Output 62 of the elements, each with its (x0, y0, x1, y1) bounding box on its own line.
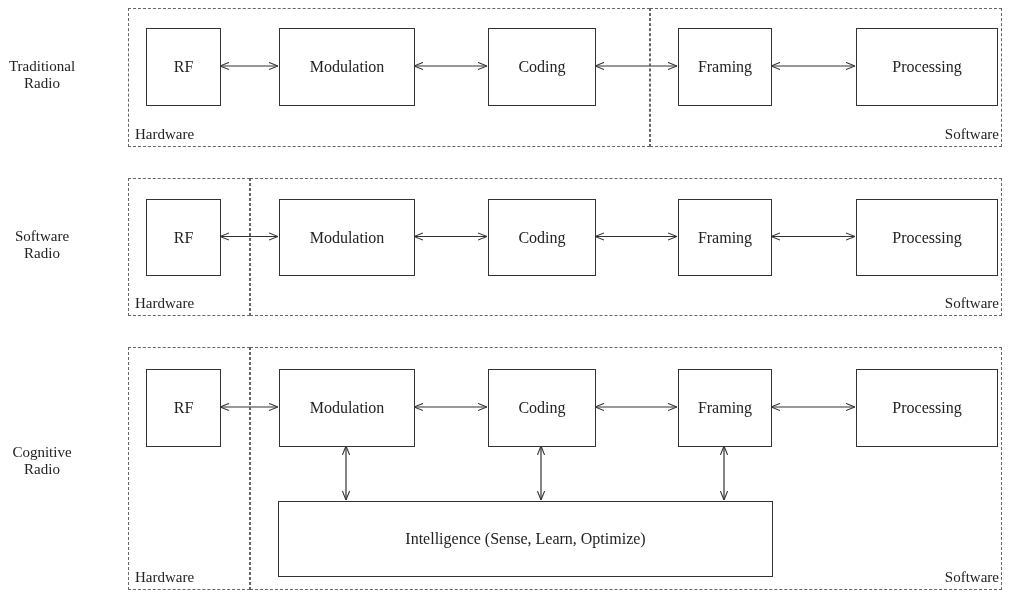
block-label: Processing (892, 58, 962, 76)
double-arrow (219, 232, 279, 241)
block-label: Coding (518, 228, 566, 247)
double-arrow (413, 232, 488, 241)
block-box (146, 199, 221, 276)
block-label: Modulation (309, 399, 385, 417)
double-arrow (770, 402, 856, 412)
region-label: Hardware (135, 295, 195, 312)
block-label: Modulation (309, 58, 385, 76)
block-box (278, 501, 773, 577)
block-box (279, 199, 415, 276)
block-box (146, 28, 221, 106)
block-box (678, 369, 772, 447)
double-arrow (219, 61, 279, 71)
row-label: Software Radio (13, 228, 71, 262)
block-box (856, 28, 998, 106)
block-label: RF (173, 58, 194, 76)
block-box (856, 369, 998, 447)
block-label: Processing (892, 228, 962, 247)
double-arrow (594, 232, 678, 241)
block-label: Processing (892, 399, 962, 417)
block-label: Intelligence (Sense, Learn, Optimize) (405, 530, 646, 548)
block-box (488, 369, 596, 447)
double-arrow (719, 445, 729, 501)
row-label: Traditional Radio (7, 58, 77, 92)
block-label: Coding (518, 58, 566, 76)
hardware-region (128, 347, 250, 590)
region-label: Software (944, 569, 999, 586)
software-region (250, 178, 1002, 316)
block-box (488, 28, 596, 106)
block-label: Coding (518, 399, 566, 417)
software-region (650, 8, 1002, 147)
double-arrow (770, 61, 856, 71)
block-label: Framing (697, 228, 753, 247)
row-label: Cognitive Radio (11, 444, 73, 478)
block-box (488, 199, 596, 276)
double-arrow (413, 61, 488, 71)
hardware-region (128, 178, 250, 316)
hardware-region (128, 8, 650, 147)
block-box (856, 199, 998, 276)
region-label: Software (944, 295, 999, 312)
block-label: Modulation (309, 228, 385, 247)
block-label: Framing (697, 399, 753, 417)
region-label: Hardware (135, 126, 195, 143)
double-arrow (594, 61, 678, 71)
double-arrow (536, 445, 546, 501)
block-box (678, 28, 772, 106)
region-label: Hardware (135, 569, 195, 586)
block-label: RF (173, 228, 194, 247)
double-arrow (770, 232, 856, 241)
block-box (146, 369, 221, 447)
block-label: RF (173, 399, 194, 417)
double-arrow (341, 445, 351, 501)
block-box (279, 28, 415, 106)
double-arrow (594, 402, 678, 412)
double-arrow (219, 402, 279, 412)
double-arrow (413, 402, 488, 412)
block-box (678, 199, 772, 276)
region-label: Software (944, 126, 999, 143)
block-label: Framing (697, 58, 753, 76)
block-box (279, 369, 415, 447)
software-region (250, 347, 1002, 590)
